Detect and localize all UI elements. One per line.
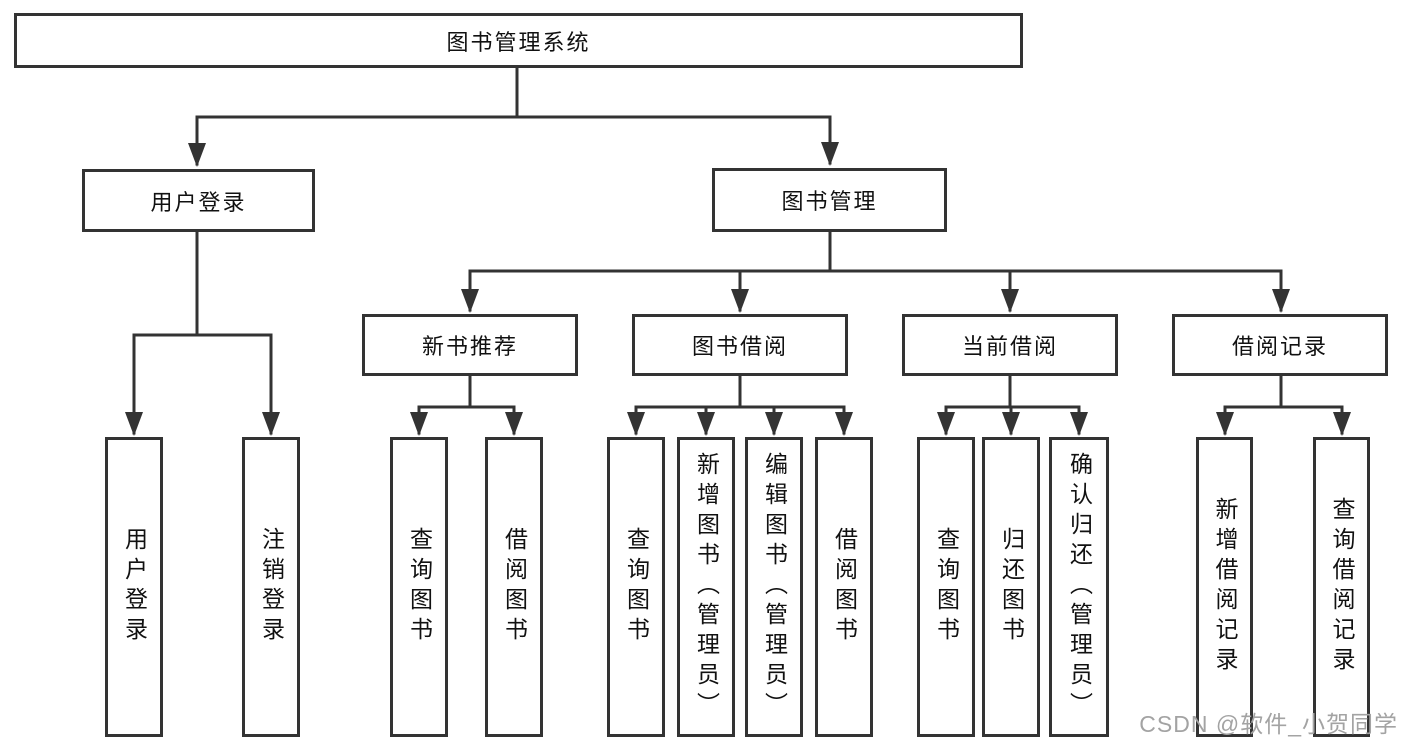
node-leaf-return-books: 归还图书	[982, 437, 1040, 737]
node-label: 归还图书	[998, 527, 1025, 647]
node-current-borrowing: 当前借阅	[902, 314, 1118, 376]
node-leaf-add-borrow-record: 新增借阅记录	[1196, 437, 1253, 737]
node-leaf-borrow-books-1: 借阅图书	[485, 437, 543, 737]
node-leaf-query-books-1: 查询图书	[390, 437, 448, 737]
node-label: 查询图书	[406, 527, 433, 647]
node-label: 注销登录	[258, 527, 285, 647]
node-label: 图书管理系统	[446, 29, 591, 55]
node-label: 确认归还（管理员）	[1066, 452, 1093, 722]
node-leaf-query-borrow-record: 查询借阅记录	[1313, 437, 1370, 737]
csdn-watermark: CSDN @软件_小贺同学	[1139, 711, 1398, 737]
node-label: 查询图书	[933, 527, 960, 647]
node-new-book-recommend: 新书推荐	[362, 314, 578, 376]
node-label: 查询图书	[623, 527, 650, 647]
node-label: 用户登录	[121, 527, 148, 647]
node-label: 借阅图书	[831, 527, 858, 647]
node-label: 借阅记录	[1231, 334, 1328, 359]
node-leaf-user-login: 用户登录	[105, 437, 163, 737]
node-label: 用户登录	[150, 189, 247, 215]
node-label: 编辑图书（管理员）	[761, 452, 788, 722]
node-label: 图书管理	[781, 189, 878, 214]
node-leaf-borrow-books-2: 借阅图书	[815, 437, 873, 737]
node-leaf-logout: 注销登录	[242, 437, 300, 737]
node-label: 新书推荐	[421, 334, 518, 359]
node-user-login: 用户登录	[82, 169, 315, 232]
node-leaf-add-books-admin: 新增图书（管理员）	[677, 437, 735, 737]
node-leaf-edit-books-admin: 编辑图书（管理员）	[745, 437, 803, 737]
node-root-library-management-system: 图书管理系统	[14, 13, 1023, 68]
node-label: 借阅图书	[501, 527, 528, 647]
node-book-borrowing: 图书借阅	[632, 314, 848, 376]
node-borrowing-records: 借阅记录	[1172, 314, 1388, 376]
node-label: 当前借阅	[961, 334, 1058, 359]
node-label: 图书借阅	[691, 334, 788, 359]
node-leaf-query-books-3: 查询图书	[917, 437, 975, 737]
node-book-management: 图书管理	[712, 168, 947, 232]
node-leaf-query-books-2: 查询图书	[607, 437, 665, 737]
node-label: 新增借阅记录	[1212, 497, 1238, 677]
node-label: 新增图书（管理员）	[693, 452, 720, 722]
node-leaf-confirm-return-admin: 确认归还（管理员）	[1049, 437, 1109, 737]
node-label: 查询借阅记录	[1329, 497, 1355, 677]
